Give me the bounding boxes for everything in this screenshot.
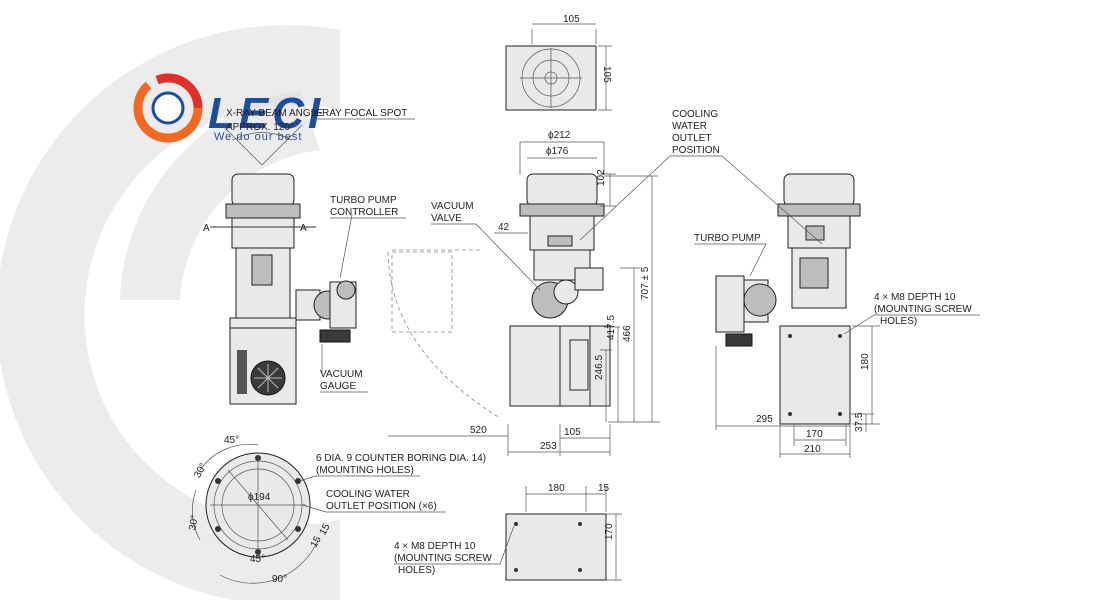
dim-180-side: 180: [860, 353, 871, 370]
label-turbo-pump-controller-1: TURBO PUMP: [330, 195, 397, 206]
label-m8-side-2: (MOUNTING SCREW: [874, 304, 972, 315]
dim-flange-30-bottom: 30°: [187, 514, 200, 531]
left-front-view: X-RAY BEAM ANGLE APPROX. 120° X-RAY FOCA…: [203, 108, 415, 405]
dim-top-width: 105: [563, 14, 580, 25]
dim-flange-45-top: 45°: [224, 435, 239, 446]
dim-flange-45-bottom: 45°: [250, 554, 265, 565]
dim-base-15: 15: [598, 483, 610, 494]
dim-102: 102: [596, 169, 607, 186]
dim-flange-dia: ϕ194: [248, 492, 271, 503]
label-cooling-outlet-x6-2: OUTLET POSITION (×6): [326, 501, 437, 512]
label-m8-bottom-2: (MOUNTING SCREW: [394, 553, 492, 564]
label-turbo-pump-controller-2: CONTROLLER: [330, 207, 398, 218]
label-cooling-outlet-x6-1: COOLING WATER: [326, 489, 410, 500]
dim-42: 42: [498, 222, 510, 233]
dim-210: 210: [804, 444, 821, 455]
dim-flange-15-2: 15: [318, 522, 333, 538]
label-vacuum-gauge-2: GAUGE: [320, 381, 356, 392]
dim-295: 295: [756, 414, 773, 425]
dim-dia-176: ϕ176: [546, 146, 569, 157]
leci-logo: LECI We do our best: [133, 73, 320, 143]
label-vacuum-valve-1: VACUUM: [431, 201, 474, 212]
logo-tagline: We do our best: [214, 131, 302, 143]
label-m8-bottom-1: 4 × M8 DEPTH 10: [394, 541, 476, 552]
label-six-dia-1: 6 DIA. 9 COUNTER BORING DIA. 14): [316, 453, 486, 464]
label-m8-bottom-3: HOLES): [398, 565, 435, 576]
label-turbo-pump: TURBO PUMP: [694, 233, 761, 244]
label-approx-120: APPROX. 120°: [226, 122, 294, 133]
label-xray-beam-angle: X-RAY BEAM ANGLE: [226, 108, 323, 119]
label-m8-side-3: HOLES): [880, 316, 917, 327]
label-xray-focal-spot: X-RAY FOCAL SPOT: [312, 108, 407, 119]
watermark-logo: [0, 25, 340, 605]
dim-417: 417.5: [606, 315, 617, 340]
label-cooling-water-3: OUTLET: [672, 133, 711, 144]
dim-707: 707 ± 5: [640, 266, 651, 300]
dim-top-height: 105: [601, 66, 612, 83]
label-six-dia-2: (MOUNTING HOLES): [316, 465, 414, 476]
dim-246: 246.5: [594, 355, 605, 380]
dim-37: 37.5: [854, 412, 865, 432]
label-section-a-right: A: [300, 223, 307, 234]
dim-520: 520: [470, 425, 487, 436]
label-section-a-left: A: [203, 223, 210, 234]
base-bottom-view: 180 15 170 4 × M8 DEPTH 10 (MOUNTING SCR…: [394, 483, 622, 581]
label-cooling-water-4: POSITION: [672, 145, 720, 156]
label-vacuum-valve-2: VALVE: [431, 213, 462, 224]
dim-flange-30-left: 30°: [192, 461, 209, 480]
right-side-view: TURBO PUMP 4 × M8 DEPTH 10 (MOUNTING SCR…: [694, 155, 980, 458]
dim-base-170: 170: [604, 523, 615, 540]
top-view: 105 105: [505, 14, 612, 111]
dim-170-side: 170: [806, 429, 823, 440]
dim-flange-15-1: 15: [309, 534, 324, 550]
dim-253: 253: [540, 441, 557, 452]
label-cooling-water-2: WATER: [672, 121, 707, 132]
dim-flange-90: 90°: [272, 574, 287, 585]
label-m8-side-1: 4 × M8 DEPTH 10: [874, 292, 956, 303]
dim-base-180: 180: [548, 483, 565, 494]
label-cooling-water-1: COOLING: [672, 109, 718, 120]
flange-view: 45° 30° 30° 45° 90° ϕ194 15 15 6 DIA. 9 …: [187, 435, 486, 585]
dim-466: 466: [622, 325, 633, 342]
label-vacuum-gauge-1: VACUUM: [320, 369, 363, 380]
dim-dia-212: ϕ212: [548, 130, 571, 141]
dim-105-bottom: 105: [564, 427, 581, 438]
center-view: ϕ212 ϕ176 102 42 VACUUM VALVE COOLING WA…: [387, 109, 722, 456]
